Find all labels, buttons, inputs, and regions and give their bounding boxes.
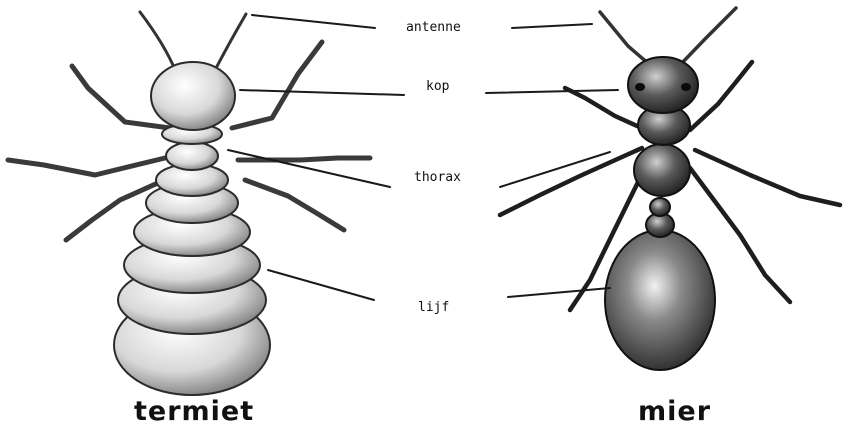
label-head: kop bbox=[426, 79, 449, 94]
termite-head bbox=[151, 62, 235, 130]
caption-ant: mier bbox=[638, 396, 711, 427]
ant-gaster bbox=[605, 230, 715, 370]
leader-body-termite bbox=[268, 270, 374, 300]
ant-thorax bbox=[634, 105, 690, 196]
label-antenna: antenne bbox=[406, 20, 461, 35]
termite-abdomen bbox=[114, 164, 270, 395]
leader-head-ant bbox=[486, 90, 618, 93]
leader-antenna-termite bbox=[252, 15, 375, 28]
ant-illustration bbox=[500, 8, 840, 370]
caption-termite: termiet bbox=[134, 396, 254, 427]
ant-petiole bbox=[646, 198, 674, 237]
leader-head-termite bbox=[240, 90, 404, 95]
leader-body-ant bbox=[508, 288, 610, 297]
termite-illustration bbox=[8, 12, 370, 395]
label-body: lijf bbox=[418, 300, 449, 315]
label-thorax: thorax bbox=[414, 170, 461, 185]
leader-antenna-ant bbox=[512, 24, 592, 28]
